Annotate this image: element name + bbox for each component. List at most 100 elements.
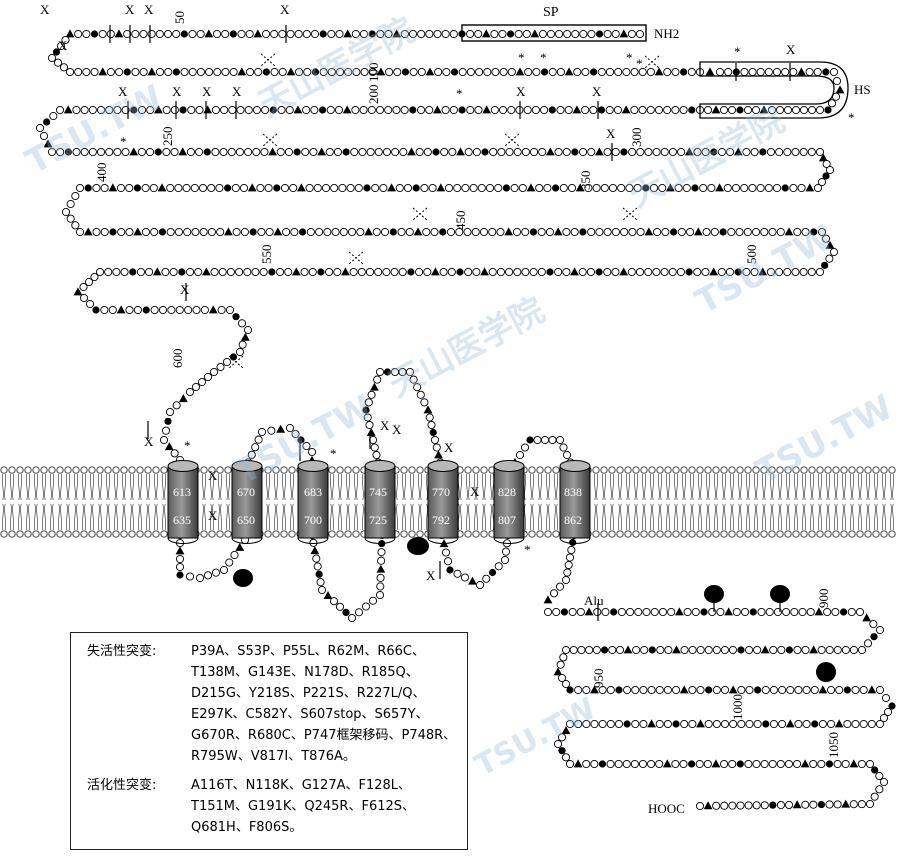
residue-open [229,106,236,113]
residue-open [833,77,840,84]
lipid-tail [165,474,166,500]
lipid-tail [805,504,806,530]
residue-open [360,106,367,113]
residue-open [442,30,449,37]
residue-open [555,30,562,37]
residue-open [371,444,378,451]
lipid-tail [722,474,723,500]
residue-open [713,720,720,727]
residue-open [164,30,171,37]
residue-open [777,228,784,235]
residue-open [173,30,180,37]
residue-open [241,228,248,235]
lipid-head [881,531,887,537]
residue-open [76,184,83,191]
residue-triangle [147,67,156,75]
lipid-head [545,467,551,473]
residue-open [378,549,385,556]
residue-open [118,228,125,235]
residue-open [661,268,668,275]
residue-open [186,388,193,395]
lipid-head [841,531,847,537]
residue-triangle [456,147,465,155]
residue-open [555,268,562,275]
residue-open [290,184,297,191]
lipid-tail [13,474,14,500]
residue-open [623,68,630,75]
mutation-star: * [330,446,337,461]
residue-triangle [433,105,442,113]
lipid-head [593,467,599,473]
residue-open [816,268,823,275]
residue-open [530,148,537,155]
residue-open [359,148,366,155]
lipid-head [481,531,487,537]
residue-open [151,306,158,313]
residue-open [626,184,633,191]
residue-triangle [287,67,296,75]
residue-open [654,228,661,235]
residue-open [798,184,805,191]
residue-open [553,608,560,615]
lipid-head [337,531,343,537]
residue-open [278,106,285,113]
lipid-tail [333,504,334,530]
residue-open [109,306,116,313]
lipid-tail [805,474,806,500]
lipid-head [345,467,351,473]
lipid-tail [26,474,27,500]
residue-open [331,184,338,191]
residue-number: 250 [160,127,175,147]
residue-open [421,399,428,406]
lipid-head [273,531,279,537]
lipid-head [873,531,879,537]
residue-open [639,106,646,113]
residue-open [737,802,744,809]
transmembrane-helix [428,466,458,538]
residue-open [80,294,87,301]
residue-open [414,384,421,391]
residue-open [315,228,322,235]
lipid-tail [205,504,206,530]
lipid-head [153,467,159,473]
residue-open [351,148,358,155]
residue-open [258,428,265,435]
lipid-tail [362,504,363,530]
residue-filled [343,148,350,155]
residue-filled [719,228,726,235]
residue-open [73,106,80,113]
residue-triangle [44,139,53,147]
lipid-tail [837,474,838,500]
residue-open [664,720,671,727]
residue-filled [549,106,556,113]
residue-open [99,30,106,37]
lipid-tail [106,504,107,530]
residue-open [858,760,865,767]
residue-open [489,228,496,235]
residue-open [208,184,215,191]
lipid-tail [26,504,27,530]
lipid-tail [882,474,883,500]
residue-open [421,184,428,191]
lipid-tail [5,474,6,500]
residue-open [262,106,269,113]
residue-open [429,184,436,191]
residue-open [751,268,758,275]
lipid-tail [685,474,686,500]
lipid-tail [661,504,662,530]
residue-filled [363,184,370,191]
residue-open [546,228,553,235]
lipid-head [265,531,271,537]
lipid-head [745,531,751,537]
residue-open [228,148,235,155]
residue-open [776,148,783,155]
residue-number: 50 [172,11,187,24]
lipid-tail [538,474,539,500]
lipid-head [201,467,207,473]
residue-open [664,686,671,693]
lipid-head [105,531,111,537]
residue-filled [176,571,183,578]
residue-open [322,184,329,191]
residue-open [348,614,355,621]
residue-open [822,235,829,242]
